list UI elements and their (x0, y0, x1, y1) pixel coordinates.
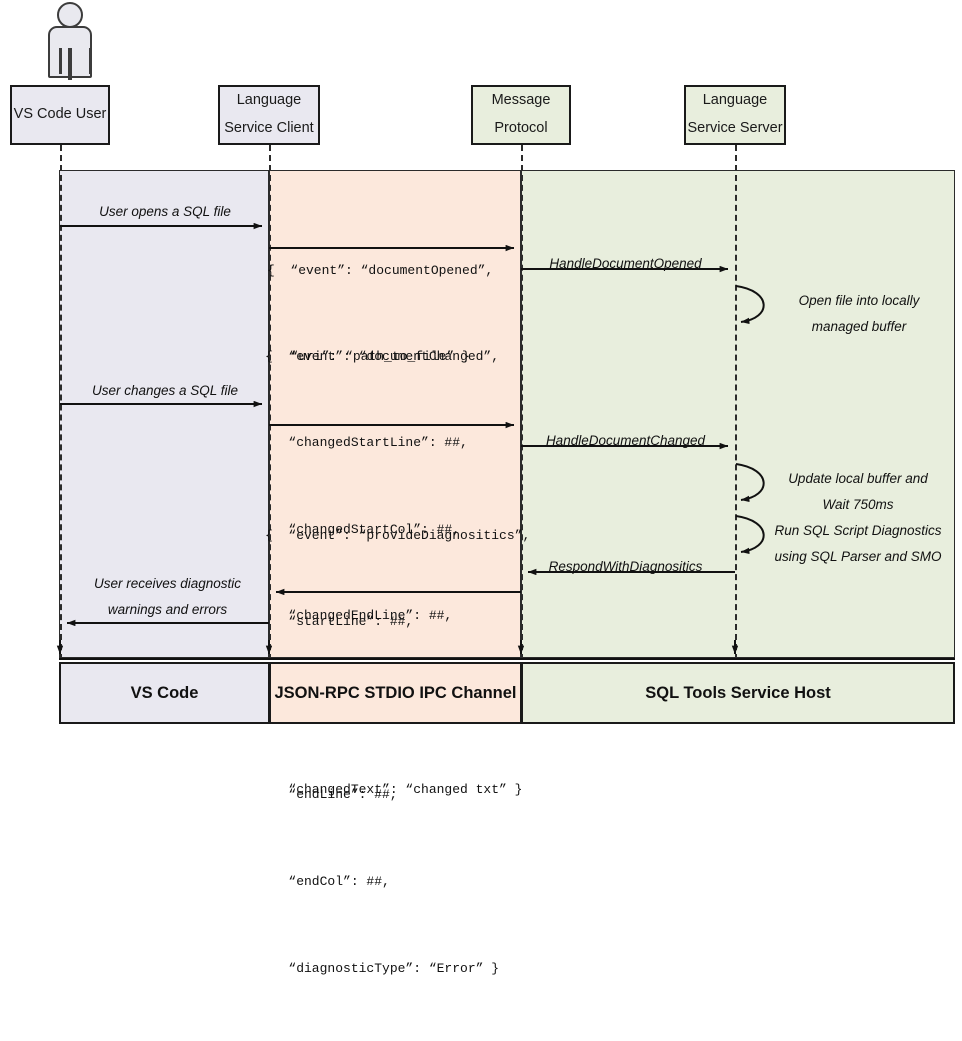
label-user-receives-line2: warnings and errors (107, 602, 228, 618)
participant-language-service-client[interactable]: Language Service Client (218, 85, 320, 145)
footer-label: VS Code (130, 683, 199, 702)
participant-label-line2: Service Server (687, 120, 783, 136)
footer-vs-code[interactable]: VS Code (59, 662, 270, 724)
self-loop-open-file-line1: Open file into locally (798, 293, 920, 308)
json-provide-diagnositics-line2: “startLine”: ##, (265, 614, 414, 630)
self-loop-open-file-line2: managed buffer (811, 319, 907, 335)
lifeline-message-protocol (521, 145, 523, 660)
band-vs-code (59, 170, 269, 658)
participant-message-protocol[interactable]: Message Protocol (471, 85, 571, 145)
self-loop-label-run-diagnostics: Run SQL Script Diagnostics using SQL Par… (764, 518, 952, 571)
json-document-changed-line3: “changedStartCol”: ##, (265, 521, 461, 537)
label-handle-document-changed: HandleDocumentChanged (545, 433, 706, 448)
json-provide-diagnositics-line1: { “event”: “provideDiagnositics”, (265, 527, 531, 543)
label-user-receives-diagnostics: User receives diagnostic warnings and er… (70, 571, 265, 624)
json-block-document-opened: { “event”: “documentOpened”, “uri”: “pat… (267, 199, 529, 430)
actor-legs-icon (68, 48, 72, 80)
user-actor (38, 2, 102, 84)
participant-label-line2: Protocol (494, 120, 548, 136)
actor-arm-left-icon (59, 48, 62, 74)
self-loop-update-buffer-line1: Update local buffer and (788, 471, 928, 486)
participant-label-line1: Message (491, 92, 551, 109)
lifeline-language-service-client (269, 145, 271, 660)
participant-label-line2: Service Client (224, 120, 314, 136)
participant-label-line1: VS Code User (13, 106, 107, 123)
label-user-receives-line1: User receives diagnostic (93, 576, 242, 591)
self-loop-run-diagnostics-line2: using SQL Parser and SMO (774, 549, 942, 565)
json-block-provide-diagnositics: { “event”: “provideDiagnositics”, “start… (265, 464, 533, 1041)
footer-json-rpc-channel[interactable]: JSON-RPC STDIO IPC Channel (269, 662, 522, 724)
json-document-changed-line2: “changedStartLine”: ##, (265, 435, 468, 451)
participant-label-line1: Language (702, 92, 768, 109)
json-document-changed-line1: { “event”: “documentChanged”, (265, 348, 500, 364)
json-document-opened-line2: “uri”: “path_to_file” } (267, 349, 470, 365)
participant-vs-code-user[interactable]: VS Code User (10, 85, 110, 145)
participant-label-line1: Language (236, 92, 302, 109)
footer-label: SQL Tools Service Host (645, 683, 831, 702)
lifeline-language-service-server (735, 145, 737, 660)
json-provide-diagnositics-line5: “endCol”: ##, (265, 874, 390, 890)
band-service (521, 170, 955, 658)
label-user-changes-sql-file: User changes a SQL file (91, 383, 239, 398)
actor-arm-right-icon (89, 48, 92, 74)
participant-language-service-server[interactable]: Language Service Server (684, 85, 786, 145)
json-document-opened-line1: { “event”: “documentOpened”, (267, 262, 494, 278)
lifeline-vs-code-user (60, 145, 62, 660)
self-loop-label-open-file: Open file into locally managed buffer (770, 288, 948, 341)
footer-sql-tools-service-host[interactable]: SQL Tools Service Host (521, 662, 955, 724)
sequence-diagram-canvas: VS Code User Language Service Client Mes… (10, 2, 955, 976)
label-handle-document-opened: HandleDocumentOpened (549, 256, 702, 271)
json-provide-diagnositics-line6: “diagnosticType”: “Error” } (265, 960, 500, 976)
self-loop-label-update-buffer: Update local buffer and Wait 750ms (766, 466, 950, 519)
label-user-opens-sql-file: User opens a SQL file (99, 204, 231, 219)
actor-head-icon (57, 2, 83, 28)
self-loop-update-buffer-line2: Wait 750ms (822, 497, 894, 513)
footer-label: JSON-RPC STDIO IPC Channel (274, 683, 517, 702)
json-provide-diagnositics-line4: “endLine”: ##, (265, 787, 398, 803)
band-ipc (269, 170, 521, 658)
label-respond-with-diagnositics: RespondWithDiagnositics (548, 559, 703, 574)
self-loop-run-diagnostics-line1: Run SQL Script Diagnostics (774, 523, 942, 538)
json-document-changed-line4: “changedEndLine”: ##, (265, 608, 453, 624)
